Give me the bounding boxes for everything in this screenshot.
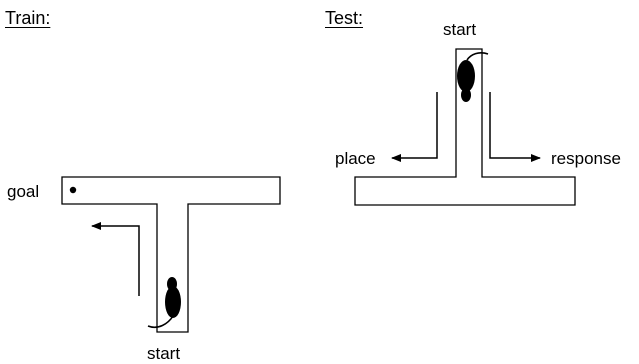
goal-dot — [69, 186, 77, 194]
response-label: response — [551, 149, 621, 168]
train-maze — [61, 176, 281, 333]
train-rat-icon — [147, 277, 181, 329]
test-maze-outline — [354, 48, 576, 206]
test-start-label: start — [443, 20, 477, 39]
train-maze-outline — [61, 176, 281, 333]
test-heading: Test: — [325, 8, 364, 28]
train-heading: Train: — [5, 8, 51, 28]
place-label: place — [335, 149, 376, 168]
train-turn-arrow — [91, 222, 140, 296]
response-arrow — [489, 92, 541, 162]
test-maze — [354, 48, 576, 206]
place-arrow — [391, 92, 438, 162]
train-start-label: start — [147, 344, 181, 363]
train-goal-label: goal — [7, 182, 40, 201]
test-rat-icon — [457, 52, 489, 102]
